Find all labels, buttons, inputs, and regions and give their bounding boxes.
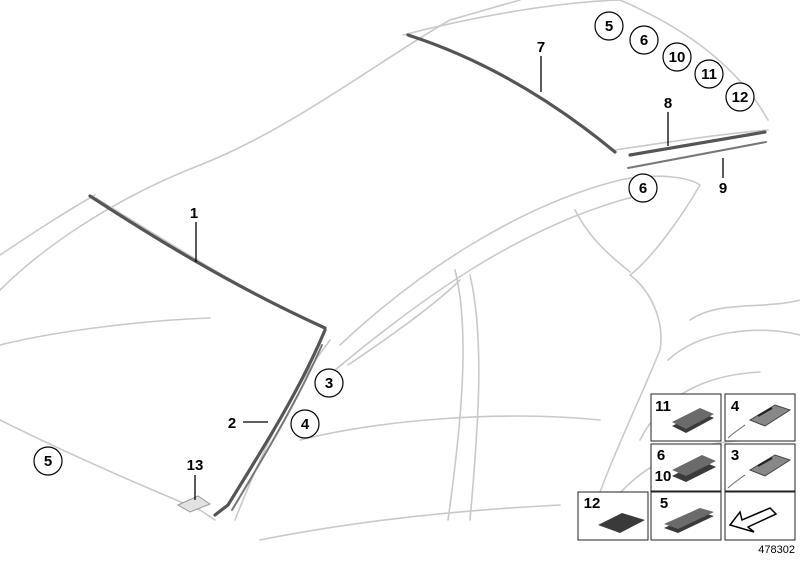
label-2: 2 [228, 415, 236, 432]
label-7: 7 [537, 39, 545, 56]
accessory-kit-panel: 11 4 6 10 3 12 5 [577, 393, 796, 541]
svg-text:3: 3 [325, 375, 333, 392]
kit-label-11: 11 [655, 398, 671, 415]
svg-text:5: 5 [44, 453, 52, 470]
callout-5-front: 5 [33, 446, 63, 476]
callout-12-roof: 12 [725, 82, 755, 112]
circled-labels: 3 4 5 5 6 10 11 12 [33, 11, 755, 476]
kit-label-12: 12 [584, 495, 601, 512]
adhesive-block-icon [672, 455, 716, 482]
svg-text:5: 5 [605, 18, 613, 35]
kit-box-12 [577, 491, 649, 541]
callout-11-roof: 11 [694, 59, 724, 89]
kit-label-5: 5 [660, 495, 668, 512]
sensor-part [176, 495, 212, 513]
strip-icon-12 [598, 513, 645, 533]
roof-moulding [406, 33, 617, 154]
leader-lines [194, 56, 724, 500]
svg-text:12: 12 [732, 89, 749, 106]
rear-roof-trim [627, 130, 767, 169]
svg-text:4: 4 [301, 416, 310, 433]
callout-3: 3 [314, 368, 344, 398]
kit-box-4 [724, 393, 796, 442]
a-pillar-trim [213, 328, 327, 517]
windshield-moulding [88, 194, 327, 330]
clip-icon-4 [727, 404, 792, 439]
adhesive-pad-icon [672, 408, 714, 433]
label-13: 13 [187, 457, 204, 474]
kit-label-6: 6 [657, 447, 665, 464]
arrow-icon [728, 507, 778, 533]
car-body-outline [0, 0, 800, 541]
callout-10-roof: 10 [662, 42, 692, 72]
svg-text:6: 6 [640, 32, 648, 49]
callout-6-roof: 6 [629, 25, 659, 55]
callout-5-roof: 5 [594, 11, 624, 41]
callout-4: 4 [290, 409, 320, 439]
strip-icon-5 [664, 508, 714, 533]
svg-text:11: 11 [701, 66, 717, 83]
svg-text:10: 10 [669, 49, 686, 66]
clip-icon-3 [727, 454, 792, 489]
svg-text:6: 6 [639, 180, 647, 197]
label-9: 9 [719, 180, 727, 197]
label-8: 8 [664, 95, 672, 112]
kit-label-4: 4 [731, 398, 740, 415]
plain-labels: 1 2 7 8 9 13 [187, 39, 728, 474]
callout-6-pillar: 6 [628, 173, 658, 203]
diagram-number: 478302 [758, 544, 795, 556]
kit-label-10: 10 [655, 468, 672, 485]
label-1: 1 [190, 205, 198, 222]
kit-label-3: 3 [731, 447, 739, 464]
